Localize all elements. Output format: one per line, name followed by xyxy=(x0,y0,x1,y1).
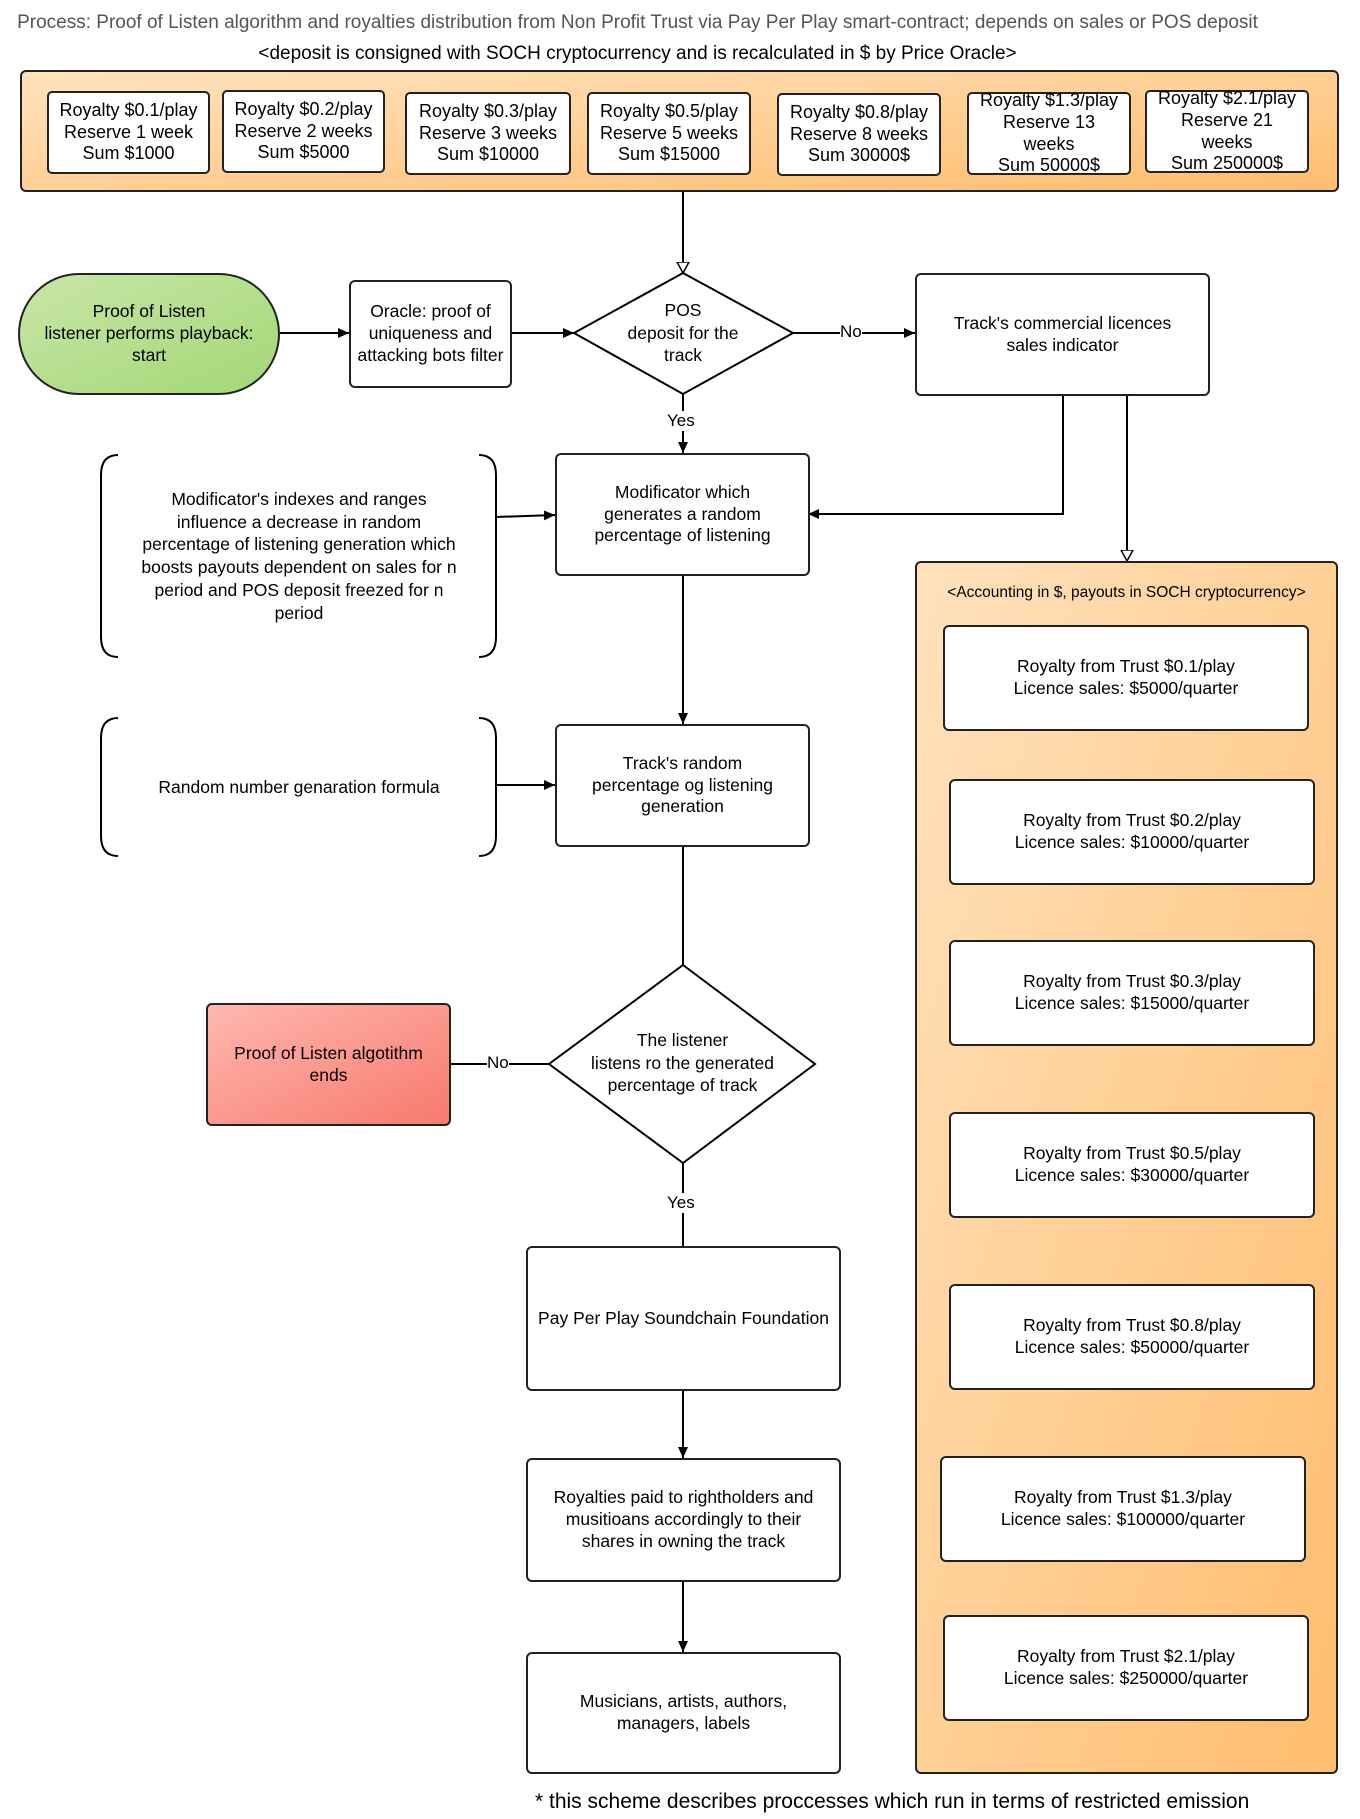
footnote: * this scheme describes proccesses which… xyxy=(535,1790,1250,1813)
diagram-title: Process: Proof of Listen algorithm and r… xyxy=(17,12,1258,33)
pos-no-label: No xyxy=(840,322,862,342)
listens-yes-label: Yes xyxy=(667,1193,695,1213)
pos-yes-label: Yes xyxy=(667,411,695,431)
foundation-node: Pay Per Play Soundchain Foundation xyxy=(526,1246,841,1391)
edge-sales-modificator xyxy=(808,396,1064,519)
formula-note: Random number genaration formula xyxy=(158,776,440,797)
modificator-note-brace xyxy=(100,454,497,658)
listens-no-label: No xyxy=(487,1053,509,1073)
diagram-subtitle: <deposit is consigned with SOCH cryptocu… xyxy=(258,43,1017,64)
pos-decision-shape xyxy=(571,271,796,396)
accounting-header: <Accounting in $, payouts in SOCH crypto… xyxy=(947,584,1306,601)
listens-decision-shape xyxy=(547,963,817,1165)
formula-note-brace xyxy=(100,717,497,857)
recipients-node: Musicians, artists, authors,managers, la… xyxy=(526,1652,841,1774)
edge-note-modificator xyxy=(495,510,556,521)
